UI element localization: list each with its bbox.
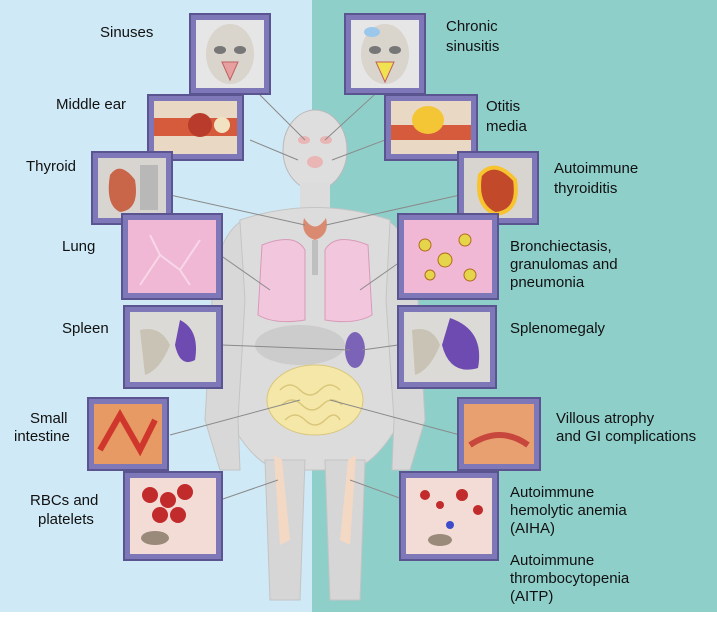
label-chronic-sinusitis-2: sinusitis (446, 38, 499, 55)
body-sinus-left (298, 136, 310, 144)
body-sinus-right (320, 136, 332, 144)
label-thyroiditis-2: thyroiditis (554, 180, 617, 197)
label-villous-2: and GI complications (556, 428, 696, 445)
label-lung: Lung (62, 238, 95, 255)
label-aitp-3: (AITP) (510, 588, 553, 605)
label-aitp-2: thrombocytopenia (510, 570, 629, 587)
label-thyroiditis-1: Autoimmune (554, 160, 638, 177)
label-spleen: Spleen (62, 320, 109, 337)
body-lung-right (325, 240, 372, 322)
label-lung-disease-3: pneumonia (510, 274, 584, 291)
middle-ear-normal-panel (148, 95, 243, 160)
label-splenomegaly: Splenomegaly (510, 320, 605, 337)
aiha-panel (400, 472, 498, 560)
label-otitis-1: Otitis (486, 98, 520, 115)
label-aiha-3: (AIHA) (510, 520, 555, 537)
sinuses-normal-panel (190, 14, 270, 94)
small-intestine-normal-panel (88, 398, 168, 470)
label-rbc-2: platelets (38, 511, 94, 528)
label-otitis-2: media (486, 118, 527, 135)
label-villous-1: Villous atrophy (556, 410, 654, 427)
label-lung-disease-1: Bronchiectasis, (510, 238, 612, 255)
body-nasal (307, 156, 323, 168)
label-aiha-2: hemolytic anemia (510, 502, 627, 519)
label-small-intestine-1: Small (30, 410, 68, 427)
spleen-normal-panel (124, 306, 222, 388)
bronchiectasis-panel (398, 214, 498, 299)
label-sinuses: Sinuses (100, 24, 153, 41)
label-middle-ear: Middle ear (56, 96, 126, 113)
label-chronic-sinusitis-1: Chronic (446, 18, 498, 35)
label-rbc-1: RBCs and (30, 492, 98, 509)
head (283, 110, 347, 190)
label-small-intestine-2: intestine (14, 428, 70, 445)
rbc-normal-panel (124, 472, 222, 560)
label-thyroid: Thyroid (26, 158, 76, 175)
chronic-sinusitis-panel (345, 14, 425, 94)
label-aitp-1: Autoimmune (510, 552, 594, 569)
label-lung-disease-2: granulomas and (510, 256, 618, 273)
splenomegaly-panel (398, 306, 496, 388)
otitis-media-panel (385, 95, 477, 160)
body-stomach (255, 325, 345, 365)
villous-atrophy-panel (458, 398, 540, 470)
lung-normal-panel (122, 214, 222, 299)
label-aiha-1: Autoimmune (510, 484, 594, 501)
body-lung-left (258, 240, 305, 322)
